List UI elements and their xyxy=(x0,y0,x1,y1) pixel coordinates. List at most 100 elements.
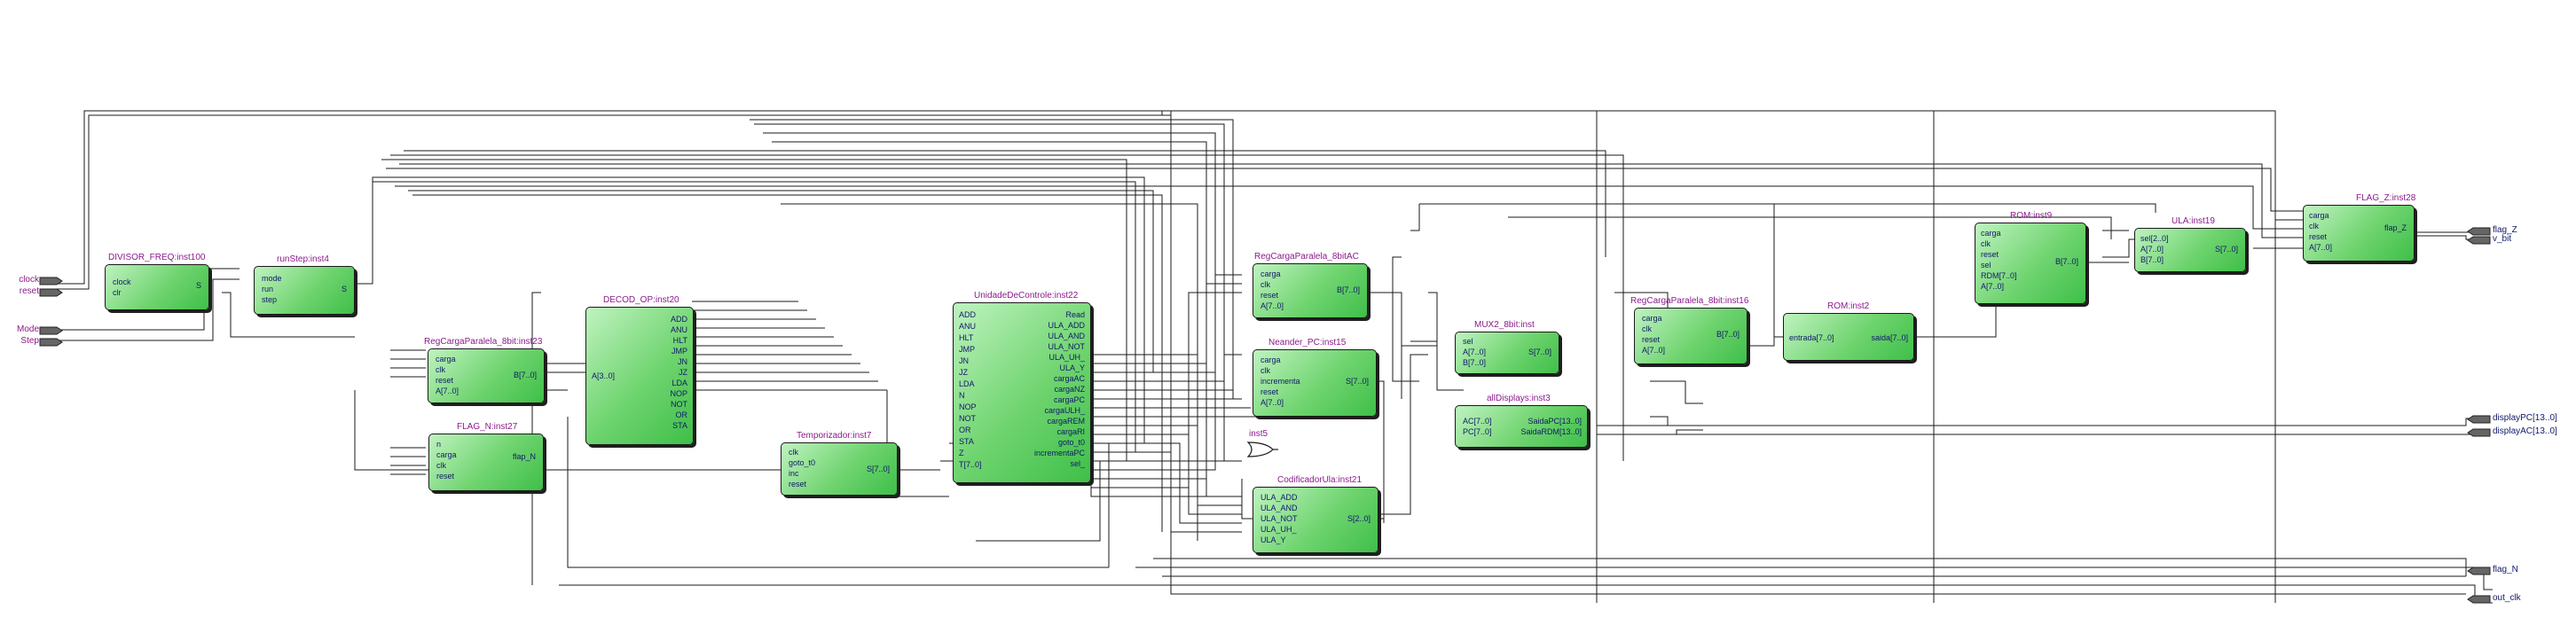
port-ula-uh: ULA_UH_ xyxy=(1048,353,1085,362)
port-nop: NOP xyxy=(670,389,687,398)
port-goto-t0: goto_t0 xyxy=(1057,438,1085,447)
port-clr: clr xyxy=(113,288,122,297)
block-title: RegCargaParalela_8bit:inst23 xyxy=(424,337,543,347)
port-hlt: HLT xyxy=(672,336,687,345)
port-clock: clock xyxy=(113,277,131,286)
block-title: FLAG_N:inst27 xyxy=(457,422,518,432)
port-lda: LDA xyxy=(959,379,975,388)
port-add: ADD xyxy=(959,310,977,319)
port-carga: carga xyxy=(1642,314,1662,323)
port-not: NOT xyxy=(959,414,976,423)
port-n: n xyxy=(436,440,442,449)
port-a: A[7..0] xyxy=(2309,243,2333,252)
port-s: S xyxy=(341,285,347,293)
port-reset: reset xyxy=(1261,291,1279,300)
port-reset: reset xyxy=(436,472,455,481)
output-pin-symbol xyxy=(2467,428,2491,437)
port-sel: sel[2..0] xyxy=(2140,234,2169,243)
port-clk: clk xyxy=(789,448,798,457)
port-carga-pc: cargaPC xyxy=(1053,395,1085,404)
port-saida: saida[7..0] xyxy=(1871,333,1908,342)
port-a: A[7..0] xyxy=(436,387,459,395)
or-gate-inst5 xyxy=(1246,442,1278,457)
input-pin-label: reset xyxy=(19,286,39,296)
port-carga-ac: cargaAC xyxy=(1053,374,1085,383)
port-carga: carga xyxy=(1261,356,1281,364)
port-carga: carga xyxy=(1981,229,2001,238)
port-incrementa: incrementa xyxy=(1261,377,1300,386)
block-title: Temporizador:inst7 xyxy=(797,431,872,441)
port-ac: AC[7..0] xyxy=(1463,417,1492,426)
block-title: allDisplays:inst3 xyxy=(1487,394,1551,403)
port-jmp: JMP xyxy=(671,347,687,356)
block-title: CodificadorUla:inst21 xyxy=(1277,475,1363,485)
port-carga: carga xyxy=(1261,270,1281,278)
port-clk: clk xyxy=(1261,366,1270,375)
port-anu: ANU xyxy=(670,325,687,334)
port-carga: carga xyxy=(436,450,457,459)
port-flap-z: flap_Z xyxy=(2384,223,2407,232)
port-s: S[7..0] xyxy=(2214,245,2238,254)
output-pin-label: flag_Z xyxy=(2493,225,2517,235)
output-pin-label: flag_N xyxy=(2493,565,2518,574)
port-clk: clk xyxy=(436,365,445,374)
port-add: ADD xyxy=(670,315,687,324)
block-title: FLAG_Z:inst28 xyxy=(2356,193,2416,203)
port-a: A[7..0] xyxy=(1261,398,1284,407)
or-gate-label: inst5 xyxy=(1249,429,1268,439)
port-carga: carga xyxy=(2309,211,2329,220)
port-run: run xyxy=(262,285,274,293)
port-carga-nz: cargaNZ xyxy=(1054,385,1085,394)
port-step: step xyxy=(262,295,278,304)
port-clk: clk xyxy=(436,461,446,470)
port-flap-n: flap_N xyxy=(512,452,536,461)
port-saida-pc: SaidaPC[13..0] xyxy=(1528,417,1582,426)
port-lda: LDA xyxy=(671,379,687,387)
input-pin-symbol xyxy=(39,338,63,347)
output-pin-label: displayAC[13..0] xyxy=(2493,426,2557,436)
port-ula-and: ULA_AND xyxy=(1261,504,1298,512)
port-ula-add: ULA_ADD xyxy=(1261,493,1298,502)
output-pin-label: displayPC[13..0] xyxy=(2493,413,2557,423)
port-anu: ANU xyxy=(959,322,977,331)
port-or: OR xyxy=(959,426,971,434)
input-pin-label: clock xyxy=(19,275,39,285)
port-ula-not: ULA_NOT xyxy=(1048,342,1085,351)
port-b: B[7..0] xyxy=(2054,257,2078,266)
decod-outputs: ADD ANU HLT JMP JN JZ LDA NOP NOT OR STA xyxy=(670,315,687,430)
block-title: RegCargaParalela_8bitAC xyxy=(1254,252,1359,262)
port-nop: NOP xyxy=(959,402,977,411)
output-pin-label: out_clk xyxy=(2493,593,2521,603)
output-pin-symbol xyxy=(2467,595,2491,604)
port-entrada: entrada[7..0] xyxy=(1789,333,1834,342)
port-clk: clk xyxy=(1981,239,1991,248)
block-title: Neander_PC:inst15 xyxy=(1268,338,1347,348)
input-pin-symbol xyxy=(39,326,63,335)
output-pin-symbol xyxy=(2467,227,2491,236)
port-ula-y: ULA_Y xyxy=(1059,363,1085,372)
port-a: A[7..0] xyxy=(1981,282,2005,291)
port-s: S[7..0] xyxy=(1528,348,1551,356)
unidade-inputs: ADD ANU HLT JMP JN JZ LDA N NOP NOT OR S… xyxy=(959,310,982,469)
port-b: B[7..0] xyxy=(1463,358,1487,367)
port-reset: reset xyxy=(2309,232,2328,241)
port-rdm: RDM[7..0] xyxy=(1981,271,2017,280)
port-sel: sel_ xyxy=(1070,459,1085,468)
port-jn: JN xyxy=(959,356,969,365)
port-jz: JZ xyxy=(959,368,968,377)
port-a: A[7..0] xyxy=(1463,348,1487,356)
port-s: S[7..0] xyxy=(1345,377,1369,386)
port-a: A[7..0] xyxy=(1642,346,1666,355)
port-t: T[7..0] xyxy=(959,460,982,469)
output-pin-label: v_bit xyxy=(2493,234,2512,244)
block-title: RegCargaParalela_8bit:inst16 xyxy=(1630,296,1749,306)
port-s: S[2..0] xyxy=(1347,514,1370,523)
block-title: MUX2_8bit:inst xyxy=(1474,320,1535,330)
port-carga-ri: cargaRI xyxy=(1056,427,1085,436)
port-sta: STA xyxy=(959,437,974,446)
port-b: B[7..0] xyxy=(1716,330,1740,339)
block-title: ULA:inst19 xyxy=(2172,216,2215,226)
port-carga-ulh: cargaULH_ xyxy=(1044,406,1085,415)
port-n: N xyxy=(959,391,965,400)
port-s: S xyxy=(195,281,201,290)
